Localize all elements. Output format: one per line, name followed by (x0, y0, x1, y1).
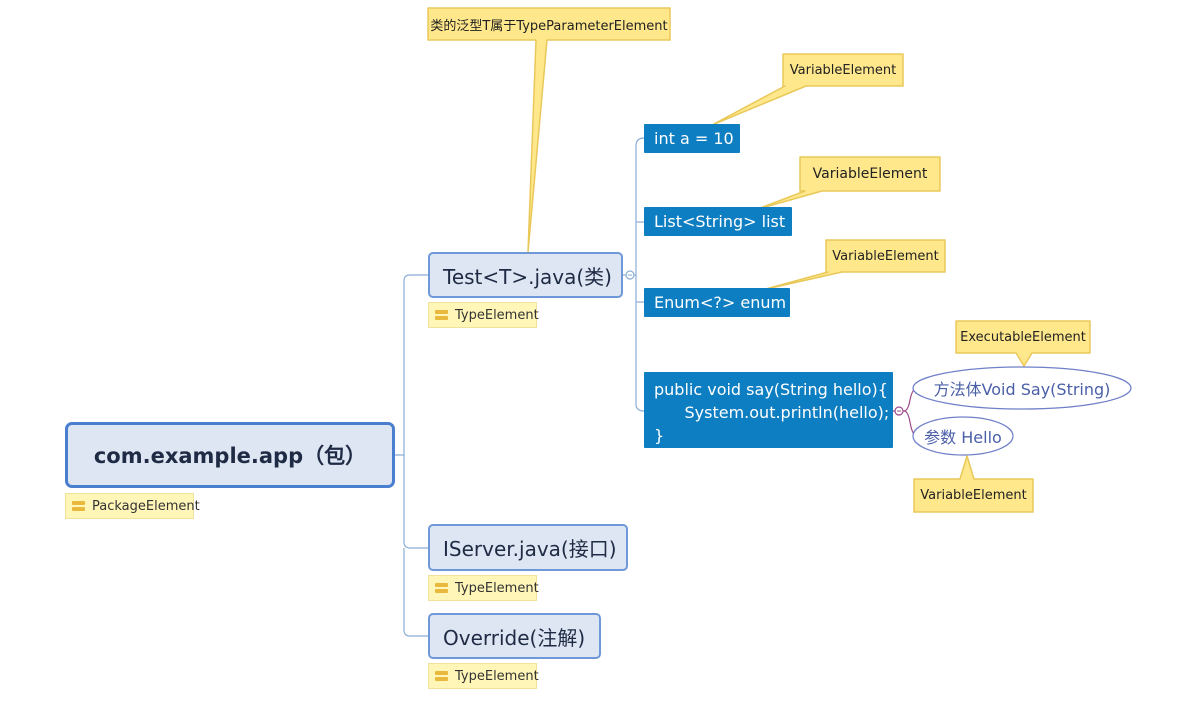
callout-variable-param-text: VariableElement (920, 488, 1027, 503)
callout-type-parameter (427, 7, 671, 253)
interface-iserver-tag-label: TypeElement (455, 580, 539, 596)
class-test-tag-label: TypeElement (455, 307, 539, 323)
annotation-override-tag-label: TypeElement (455, 668, 539, 684)
class-node-test[interactable]: Test<T>.java(类) (428, 252, 623, 298)
method-node-say[interactable]: public void say(String hello){ System.ou… (644, 372, 893, 448)
interface-node-iserver-label: IServer.java(接口) (443, 537, 617, 561)
field-node-int-a[interactable]: int a = 10 (644, 124, 740, 153)
callout-variable-list-text: VariableElement (812, 166, 928, 182)
field-node-list-label: List<String> list (654, 212, 786, 231)
method-param-label[interactable]: 参数 Hello (924, 428, 1002, 447)
method-body-label[interactable]: 方法体Void Say(String) (933, 380, 1111, 399)
callout-variable-list (754, 156, 941, 211)
callout-variable-param (913, 455, 1034, 513)
connector-root-override (403, 548, 428, 637)
label-icon (435, 670, 448, 682)
connector-root-test (395, 274, 428, 456)
field-node-enum-label: Enum<?> enum (654, 293, 787, 312)
field-node-list[interactable]: List<String> list (644, 207, 792, 236)
interface-node-iserver[interactable]: IServer.java(接口) (428, 524, 628, 571)
package-tag-label: PackageElement (92, 498, 200, 514)
package-tag: PackageElement (65, 493, 200, 519)
method-body-ellipse (912, 366, 1132, 410)
label-icon (435, 309, 448, 321)
method-node-say-label: public void say(String hello){ System.ou… (654, 380, 890, 445)
interface-iserver-tag: TypeElement (428, 575, 539, 601)
callout-variable-int-text: VariableElement (789, 62, 897, 78)
label-icon (435, 582, 448, 594)
annotation-override-tag: TypeElement (428, 663, 539, 689)
callout-variable-int (711, 53, 904, 126)
connector-members-spine (635, 146, 645, 412)
package-node-label: com.example.app（包） (93, 444, 367, 468)
class-test-tag: TypeElement (428, 302, 539, 328)
package-node[interactable]: com.example.app（包） (65, 422, 395, 488)
callout-variable-enum-text: VariableElement (832, 248, 939, 264)
callout-executable (955, 320, 1091, 367)
connector-root-iserver (403, 455, 428, 549)
connector-member-int (635, 137, 645, 147)
annotation-node-override-label: Override(注解) (443, 625, 586, 650)
class-node-test-label: Test<T>.java(类) (443, 264, 612, 289)
root-connectors (395, 274, 428, 637)
field-node-enum[interactable]: Enum<?> enum (644, 288, 790, 317)
callout-variable-enum (761, 239, 946, 291)
label-icon (72, 500, 85, 512)
callout-executable-text: ExecutableElement (960, 329, 1086, 345)
callout-type-parameter-text: 类的泛型T属于TypeParameterElement (430, 18, 668, 34)
method-param-ellipse (912, 416, 1014, 456)
field-node-int-a-label: int a = 10 (654, 129, 734, 148)
annotation-node-override[interactable]: Override(注解) (428, 613, 601, 659)
